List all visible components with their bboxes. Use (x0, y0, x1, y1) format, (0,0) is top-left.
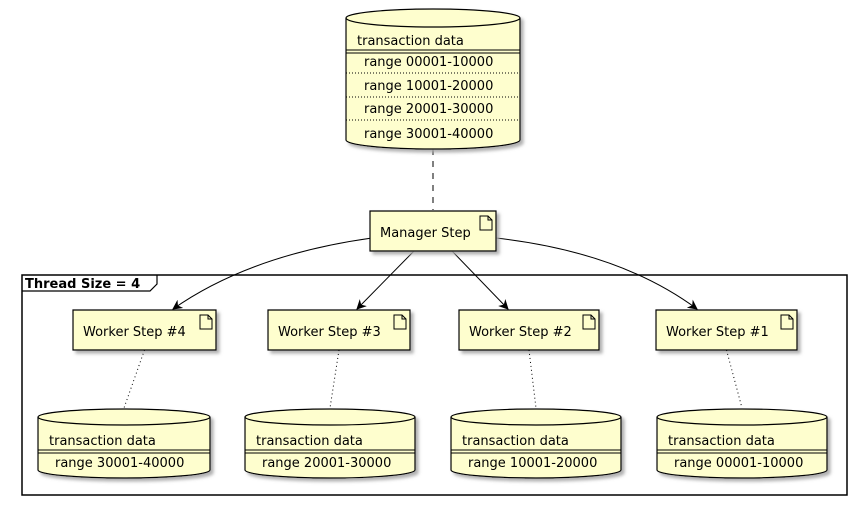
manager-step-label: Manager Step (380, 226, 471, 241)
worker-step-1-db (656, 408, 828, 479)
worker-step-3-node (267, 309, 411, 351)
worker-step-3-db (244, 408, 416, 479)
arrow-to-worker-3 (356, 250, 415, 310)
worker-step-3-db-title: transaction data (256, 434, 363, 449)
arrow-to-worker-1 (495, 237, 698, 310)
worker-step-2-node (458, 309, 600, 351)
worker-step-2-db-link (528, 349, 537, 409)
arrow-to-worker-4 (172, 237, 373, 310)
document-icon (199, 314, 213, 330)
worker-step-4-db (37, 408, 211, 479)
document-icon (582, 314, 596, 330)
manager-to-worker-arrows (172, 237, 698, 310)
document-icon (479, 215, 493, 231)
thread-frame: Thread Size = 4 (21, 274, 848, 496)
worker-step-2-db-range: range 10001-20000 (468, 456, 597, 471)
workers-layer: Worker Step #4 transaction data range 3000… (37, 309, 828, 479)
worker-step-4-db-link (123, 349, 145, 409)
master-db-range: range 00001-10000 (364, 55, 493, 70)
master-db-range: range 30001-40000 (364, 127, 493, 142)
worker-step-2-db (450, 408, 622, 479)
worker-step-4-node (72, 309, 217, 351)
manager-step-node: Manager Step (369, 210, 497, 252)
worker-step-4-db-title: transaction data (49, 434, 156, 449)
worker-step-4-label: Worker Step #4 (83, 325, 186, 340)
worker-step-1-db-link (726, 349, 743, 409)
worker-step-3-db-range: range 20001-30000 (262, 456, 391, 471)
document-icon (780, 314, 794, 330)
worker-step-4-group: Worker Step #4 transaction data range 3000… (37, 309, 217, 479)
worker-step-2-group: Worker Step #2 transaction data range 1000… (450, 309, 622, 479)
document-icon (393, 314, 407, 330)
worker-step-1-db-range: range 00001-10000 (674, 456, 803, 471)
worker-step-3-group: Worker Step #3 transaction data range 2000… (244, 309, 416, 479)
worker-step-3-label: Worker Step #3 (278, 325, 381, 340)
worker-step-1-label: Worker Step #1 (666, 325, 769, 340)
worker-step-1-node (655, 309, 798, 351)
arrow-to-worker-2 (451, 250, 509, 310)
worker-step-2-label: Worker Step #2 (469, 325, 572, 340)
master-db-range: range 20001-30000 (364, 102, 493, 117)
worker-step-1-group: Worker Step #1 transaction data range 0000… (655, 309, 828, 479)
worker-step-4-db-range: range 30001-40000 (55, 456, 184, 471)
worker-step-3-db-link (329, 349, 340, 409)
master-db (345, 8, 521, 150)
worker-step-2-db-title: transaction data (462, 434, 569, 449)
frame-title: Thread Size = 4 (25, 277, 140, 292)
master-db-contents: transaction data range 00001-10000 range… (346, 34, 520, 142)
worker-step-1-db-title: transaction data (668, 434, 775, 449)
master-db-range: range 10001-20000 (364, 79, 493, 94)
master-db-title: transaction data (357, 34, 464, 49)
